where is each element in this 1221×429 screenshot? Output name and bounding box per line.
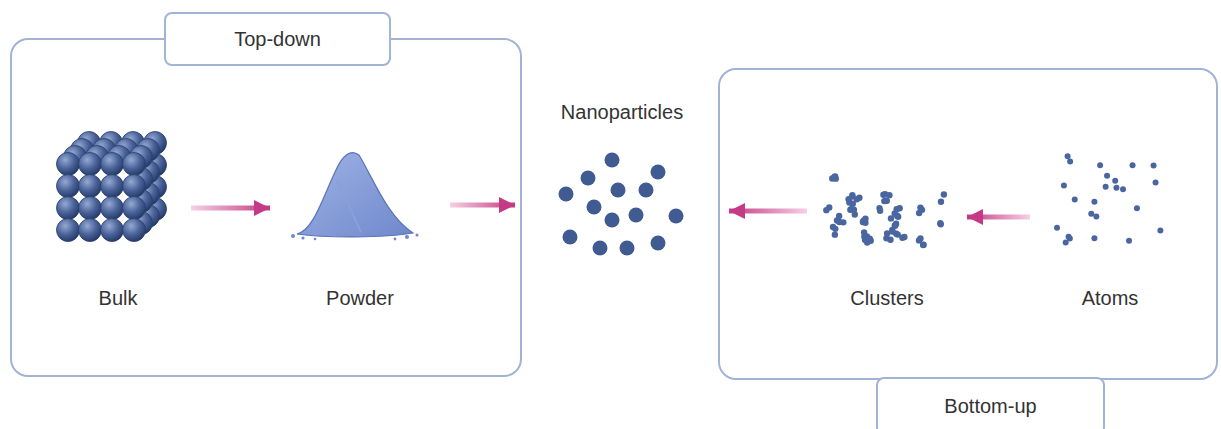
heading-text: Bottom-up bbox=[944, 394, 1036, 418]
heading-text: Top-down bbox=[234, 27, 321, 51]
stage-item: Nanoparticles bbox=[520, 95, 724, 270]
group-panel: Bottom-upClustersAtoms bbox=[718, 68, 1218, 380]
heading-tab: Bottom-up bbox=[876, 377, 1105, 429]
stage-item: Bulk bbox=[50, 120, 186, 320]
heading-tab: Top-down bbox=[164, 12, 391, 66]
group-panel: Top-downBulkPowder bbox=[10, 38, 522, 377]
stage-item: Clusters bbox=[812, 120, 962, 320]
stage-label: Clusters bbox=[812, 286, 962, 310]
stage-label: Powder bbox=[275, 286, 445, 310]
stage-label: Atoms bbox=[1035, 286, 1185, 310]
process-arrow bbox=[967, 215, 1030, 220]
process-arrow bbox=[450, 203, 515, 208]
process-arrow bbox=[191, 206, 270, 211]
process-arrow bbox=[729, 209, 807, 214]
stage-label: Nanoparticles bbox=[520, 100, 724, 124]
stage-item: Powder bbox=[275, 120, 445, 320]
stage-item: Atoms bbox=[1035, 120, 1185, 320]
stage-label: Bulk bbox=[50, 286, 186, 310]
